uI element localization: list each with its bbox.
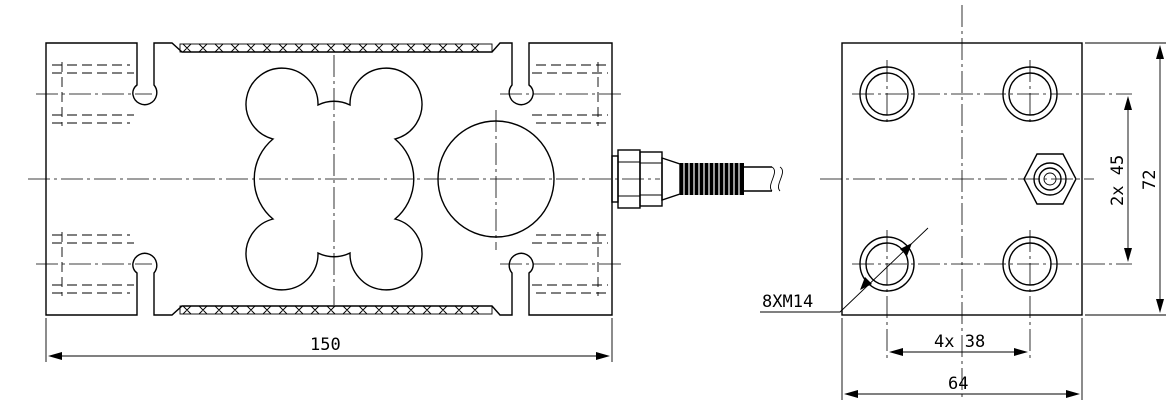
- side-view-center-lines: [28, 55, 660, 305]
- cable-gland: [611, 149, 681, 209]
- length-dimension: 150: [45, 318, 613, 362]
- end-view: 8XM14 4x 38 64 2x 45 72: [760, 5, 1166, 400]
- side-view-body-outline: [45, 42, 613, 316]
- width-dimension: 64: [841, 318, 1083, 400]
- hole-spacing-horizontal-dimension: 4x 38: [889, 332, 1028, 356]
- gauge-pocket-top: [179, 43, 493, 53]
- height-dimension-label: 72: [1140, 170, 1160, 190]
- hole-spacing-vertical-dimension: 2x 45: [1108, 96, 1132, 262]
- hole-spacing-vertical-label: 2x 45: [1108, 155, 1128, 206]
- central-bore: [245, 67, 423, 291]
- cable: [744, 166, 783, 192]
- thread-callout: 8XM14: [760, 227, 929, 313]
- gauge-pocket-bottom: [179, 305, 493, 315]
- hole-spacing-horizontal-label: 4x 38: [934, 332, 985, 352]
- side-view: 150: [28, 42, 783, 362]
- height-dimension: 72: [1085, 42, 1166, 316]
- width-dimension-label: 64: [948, 374, 968, 394]
- thread-callout-label: 8XM14: [762, 292, 813, 312]
- length-dimension-label: 150: [310, 335, 341, 355]
- end-view-center-lines: [820, 5, 1132, 400]
- cable-strain-relief: [680, 163, 744, 195]
